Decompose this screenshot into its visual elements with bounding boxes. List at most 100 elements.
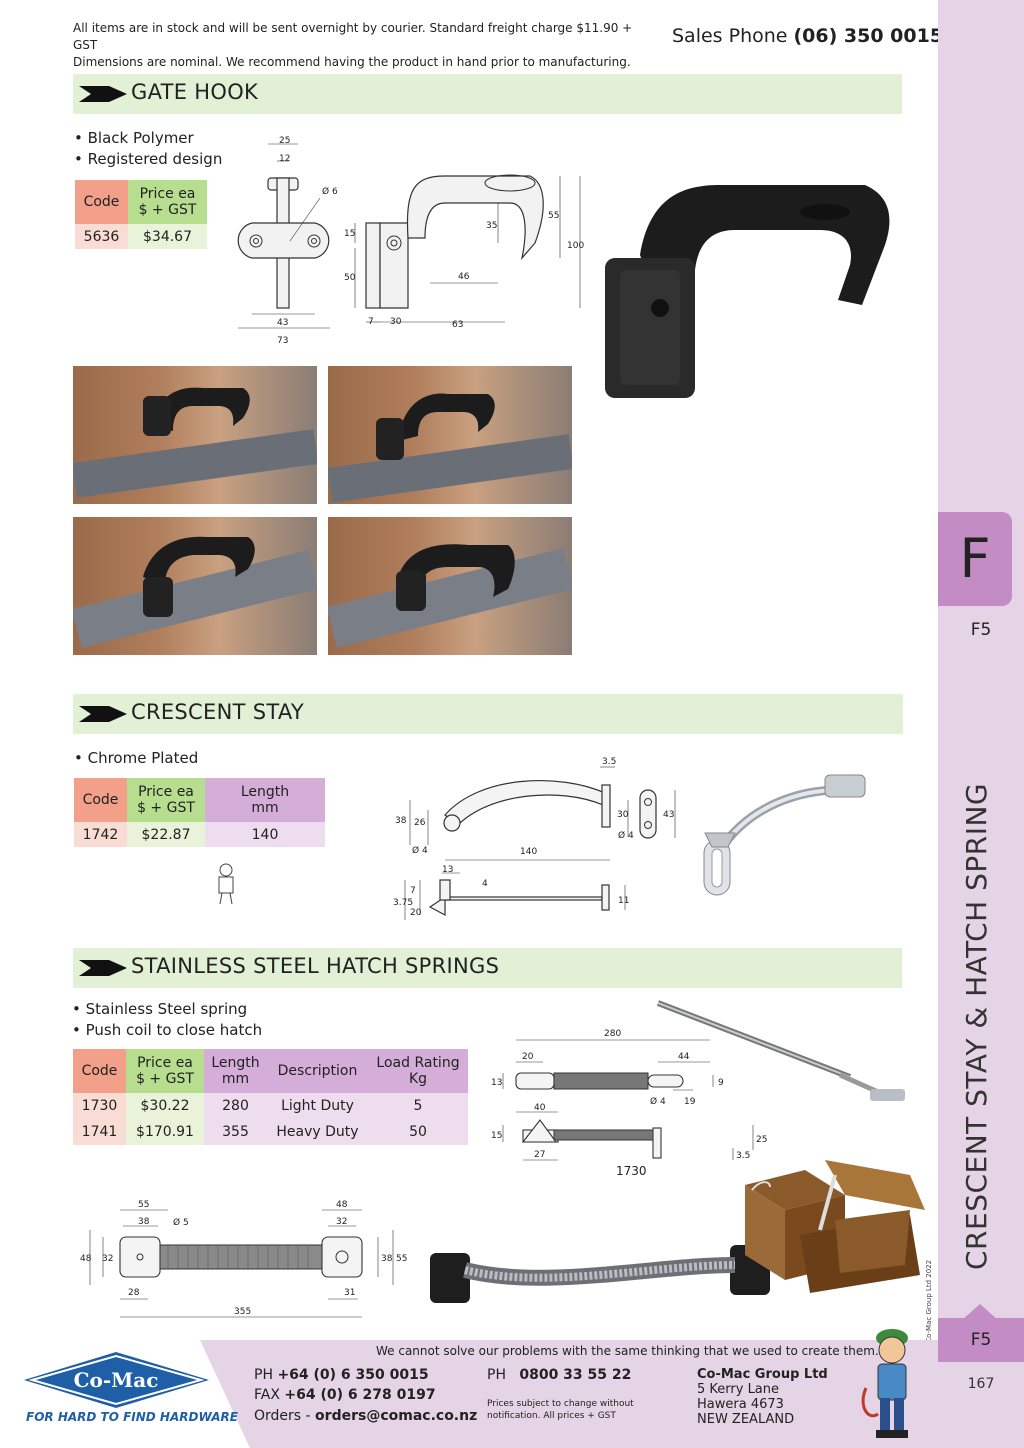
sales-phone: Sales Phone(06) 350 0015 bbox=[672, 25, 943, 47]
logo-tagline: FOR HARD TO FIND HARDWARE bbox=[26, 1410, 238, 1424]
sidebar bbox=[938, 0, 1024, 1448]
dim-label: 7 bbox=[410, 886, 416, 896]
arrow-icon bbox=[79, 706, 127, 722]
section-title: CRESCENT STAY bbox=[131, 700, 304, 724]
cell-load: 5 bbox=[368, 1093, 468, 1119]
dim-label: 13 bbox=[491, 1078, 502, 1088]
footer-quote: We cannot solve our problems with the sa… bbox=[376, 1344, 879, 1358]
dim-label: 40 bbox=[534, 1103, 546, 1113]
vertical-section-title: CRESCENT STAY & HATCH SPRING bbox=[960, 782, 993, 1270]
dim-label: 20 bbox=[410, 908, 422, 918]
feature-item: • Registered design bbox=[74, 150, 223, 168]
cell-price: $34.67 bbox=[128, 224, 207, 249]
dim-label: 3.5 bbox=[736, 1151, 750, 1161]
tab-notch bbox=[962, 1304, 998, 1320]
cell-description: Heavy Duty bbox=[267, 1119, 368, 1145]
dim-label: 19 bbox=[684, 1097, 696, 1107]
dim-label: 9 bbox=[718, 1078, 724, 1088]
dim-label: 44 bbox=[678, 1052, 690, 1062]
price-note: Prices subject to change without notific… bbox=[487, 1399, 634, 1421]
hatch-box-illustration bbox=[745, 1160, 925, 1293]
dim-label: 4 bbox=[482, 879, 488, 889]
footer-phone: PH +64 (0) 6 350 0015 bbox=[254, 1367, 429, 1383]
dim-label: 55 bbox=[138, 1200, 149, 1210]
gate-hook-photo bbox=[73, 366, 317, 504]
col-header-code: Code bbox=[73, 1049, 126, 1093]
cell-code: 5636 bbox=[75, 224, 128, 249]
footer-freephone: PH 0800 33 55 22 bbox=[487, 1367, 632, 1383]
dim-label: 43 bbox=[277, 318, 288, 328]
phone-number[interactable]: +64 (0) 6 350 0015 bbox=[277, 1367, 429, 1383]
dim-label: 140 bbox=[520, 847, 537, 857]
cell-code: 1730 bbox=[73, 1093, 126, 1119]
dim-label: 7 bbox=[368, 317, 374, 327]
cell-price: $170.91 bbox=[126, 1119, 204, 1145]
dim-label: 55 bbox=[396, 1254, 407, 1264]
footer-orders: Orders - orders@comac.co.nz bbox=[254, 1408, 478, 1424]
dim-label: 3.5 bbox=[602, 757, 616, 767]
col-header-price: Price ea$ + GST bbox=[126, 1049, 204, 1093]
dim-label: Ø 5 bbox=[173, 1217, 189, 1228]
feature-item: • Black Polymer bbox=[74, 129, 194, 147]
dim-label: 11 bbox=[618, 896, 629, 906]
company-address: Co-Mac Group Ltd 5 Kerry Lane Hawera 467… bbox=[697, 1367, 828, 1427]
crescent-stay-product-image bbox=[703, 774, 866, 896]
dim-label: 26 bbox=[414, 818, 426, 828]
dim-label: 46 bbox=[458, 272, 470, 282]
dim-label: 20 bbox=[522, 1052, 534, 1062]
cell-code: 1742 bbox=[74, 822, 127, 847]
gate-hook-features: • Black Polymer • Registered design bbox=[74, 128, 222, 170]
hatch-spring-1730-drawing: 280 20 44 13 9 40 Ø 4 19 15 27 3.5 25 bbox=[491, 1029, 767, 1161]
gate-hook-price-table: Code Price ea$ + GST 5636 $34.67 bbox=[75, 180, 207, 249]
dim-label: 25 bbox=[279, 136, 290, 146]
orders-email[interactable]: orders@comac.co.nz bbox=[315, 1408, 478, 1424]
dim-label: 32 bbox=[336, 1217, 347, 1227]
crescent-stay-header: CRESCENT STAY bbox=[73, 694, 903, 734]
dim-label: Ø 4 bbox=[650, 1096, 666, 1107]
cell-price: $22.87 bbox=[127, 822, 205, 847]
gate-hook-photo bbox=[328, 366, 572, 504]
dim-label: 48 bbox=[336, 1200, 348, 1210]
address-line: NEW ZEALAND bbox=[697, 1412, 795, 1427]
cell-price: $30.22 bbox=[126, 1093, 204, 1119]
dim-label: 32 bbox=[102, 1254, 113, 1264]
dim-label: 355 bbox=[234, 1307, 251, 1317]
dim-label: 48 bbox=[80, 1254, 92, 1264]
bottom-tab-label: F5 bbox=[970, 1330, 992, 1350]
dim-label: 100 bbox=[567, 241, 584, 251]
dim-label: 30 bbox=[617, 810, 629, 820]
gate-hook-drawing: 25 12 Ø 6 43 73 15 50 35 55 100 46 7 30 … bbox=[237, 136, 584, 346]
dim-label: 38 bbox=[138, 1217, 150, 1227]
cell-description: Light Duty bbox=[267, 1093, 368, 1119]
hatch-spring-1730-product-image bbox=[656, 1000, 905, 1101]
section-code: F5 bbox=[970, 620, 992, 640]
sales-number[interactable]: (06) 350 0015 bbox=[793, 25, 944, 47]
dim-label: 25 bbox=[756, 1135, 767, 1145]
cell-length: 355 bbox=[204, 1119, 267, 1145]
hatch-spring-1741-drawing: 55 38 Ø 5 48 32 48 32 38 55 28 31 355 bbox=[80, 1200, 407, 1318]
mascot-icon bbox=[861, 1329, 908, 1438]
mascot-small-icon bbox=[218, 863, 234, 905]
section-title: GATE HOOK bbox=[131, 80, 259, 104]
stock-notice: All items are in stock and will be sent … bbox=[73, 20, 643, 71]
dim-label: Ø 4 bbox=[412, 845, 428, 856]
dim-label: 38 bbox=[395, 816, 407, 826]
diagram-label: 1730 bbox=[616, 1164, 647, 1178]
feature-item: • Push coil to close hatch bbox=[72, 1021, 263, 1039]
dim-label: 28 bbox=[128, 1288, 140, 1298]
crescent-stay-drawing: 3.5 38 26 30 43 Ø 4 140 Ø 4 13 4 3.75 7 … bbox=[393, 757, 676, 920]
freephone-number[interactable]: 0800 33 55 22 bbox=[519, 1367, 632, 1383]
dim-label: Ø 4 bbox=[618, 830, 634, 841]
address-line: 5 Kerry Lane bbox=[697, 1382, 780, 1397]
col-header-code: Code bbox=[75, 180, 128, 224]
address-line: Hawera 4673 bbox=[697, 1397, 784, 1412]
gate-hook-header: GATE HOOK bbox=[73, 74, 902, 114]
dim-label: 3.75 bbox=[393, 898, 413, 908]
arrow-icon bbox=[79, 86, 127, 102]
dim-label: 30 bbox=[390, 317, 402, 327]
gate-hook-photo bbox=[328, 517, 572, 655]
